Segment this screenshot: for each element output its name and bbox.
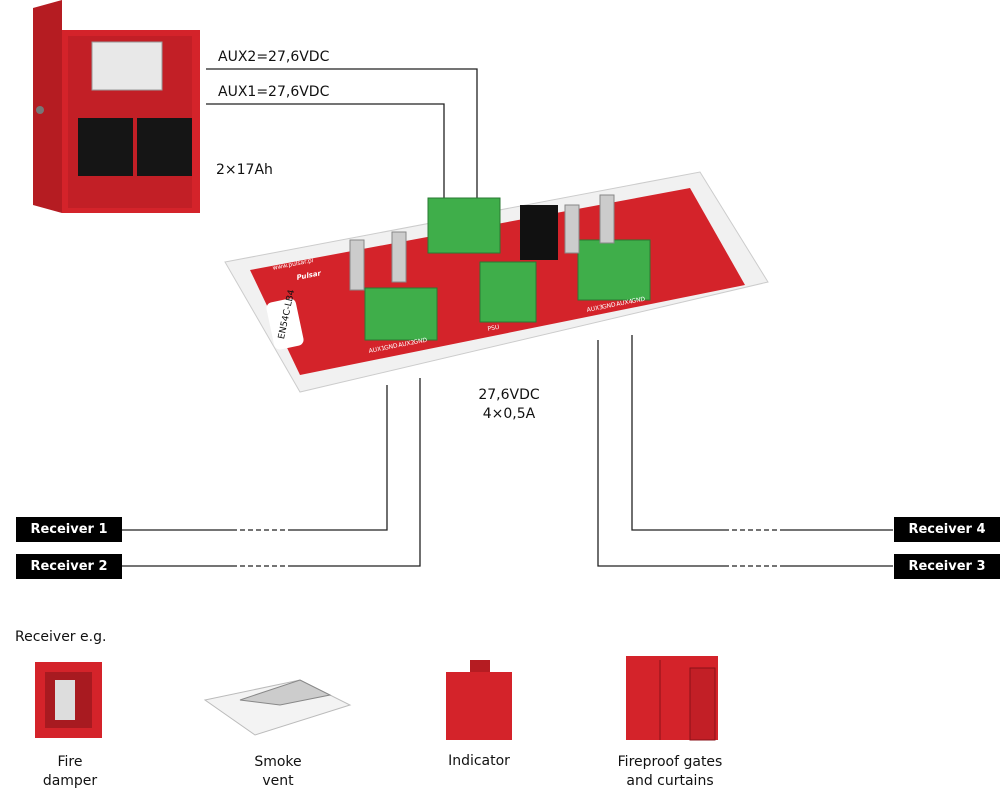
receiver-1: Receiver 1 [16,517,122,542]
receiver-4: Receiver 4 [894,517,1000,542]
receiver-3: Receiver 3 [894,554,1000,579]
output-current-label: 4×0,5A [482,406,536,422]
example-fireproof-gates: Fireproof gates and curtains [617,754,723,789]
example-fire-damper: Fire damper [42,754,98,789]
fire-damper-image [35,662,102,738]
aux1-label: AUX1=27,6VDC [218,84,330,100]
battery-label: 2×17Ah [216,162,273,178]
examples-heading: Receiver e.g. [15,629,107,645]
power-supply-cabinet [33,0,200,213]
smoke-vent-image [203,679,352,736]
example-indicator: Indicator [448,753,510,769]
module-board [224,171,769,393]
example-smoke-vent: Smoke vent [254,754,302,789]
output-voltage-label: 27,6VDC [478,387,540,403]
wires [122,68,893,567]
indicator-image [446,660,512,740]
aux2-label: AUX2=27,6VDC [218,49,330,65]
fireproof-gates-image [626,656,718,741]
receiver-2: Receiver 2 [16,554,122,579]
